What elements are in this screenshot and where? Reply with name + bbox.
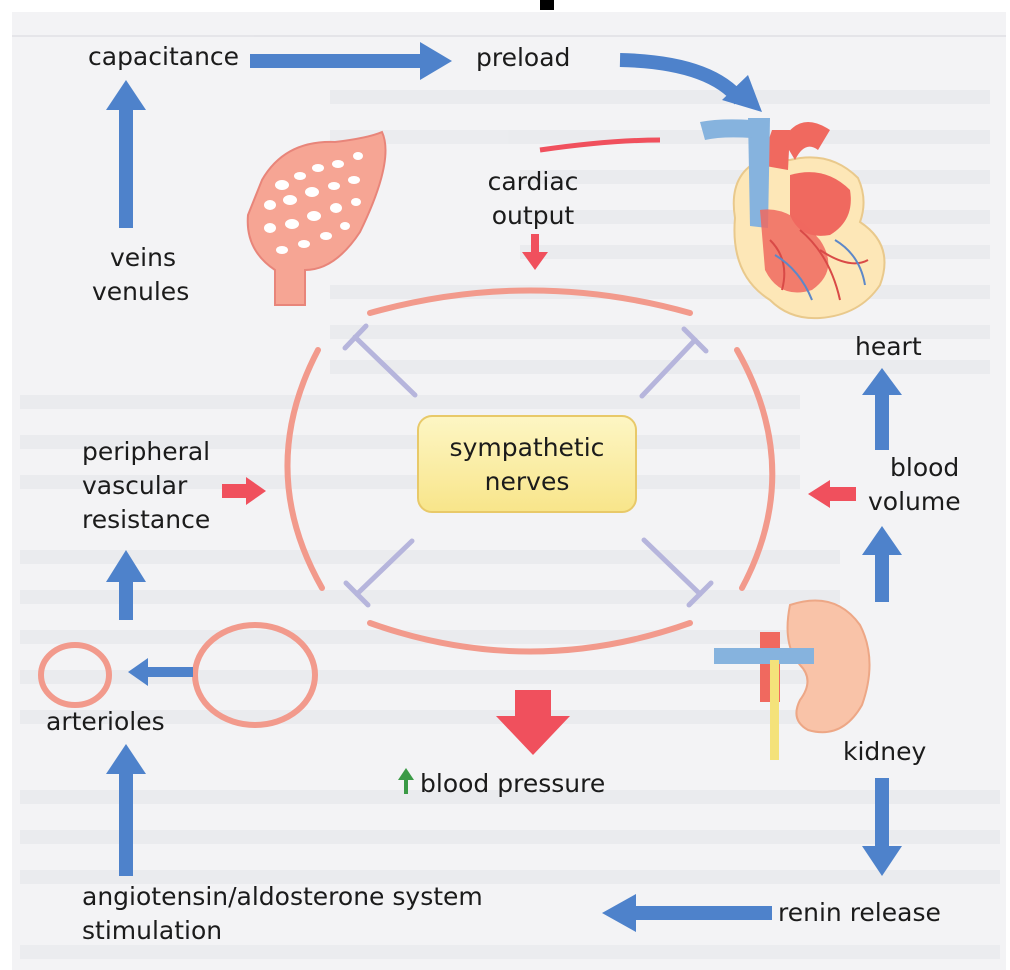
vein-illustration [248,132,386,305]
label-angiotensin: angiotensin/aldosterone system [82,882,483,911]
label-arterioles: arterioles [46,707,165,736]
arrow-preload-to-heart [620,60,762,112]
label-preload: preload [476,43,570,72]
arrow-angiotensin-to-arterioles [106,744,146,876]
label-veins: veins [110,243,176,272]
arrow-volume-to-heart [862,368,902,450]
label-vascular: vascular [82,471,188,500]
sympathetic-nerves-box: sympathetic nerves [418,416,636,512]
label-renin-release: renin release [778,898,941,927]
label-heart: heart [855,332,922,361]
arrow-capacitance-to-preload [250,42,452,80]
top-crop-mark [540,0,554,10]
arrow-blood-pressure-out [496,690,570,755]
label-cardiac-output-line2: output [492,201,575,230]
arrow-blood-volume-in [808,480,856,508]
arrow-veins-to-capacitance [106,80,146,228]
label-capacitance: capacitance [88,42,239,71]
label-blood-pressure: blood pressure [420,769,605,798]
label-kidney: kidney [843,737,927,766]
arrow-kidney-to-volume [862,526,902,602]
label-resistance: resistance [82,505,210,534]
label-peripheral: peripheral [82,437,210,466]
label-cardiac-output-line1: cardiac [488,167,579,196]
arrow-renin-to-angiotensin [602,894,772,932]
sympathetic-label-line1: sympathetic [450,433,605,462]
spoke-bottom-left [357,541,412,594]
sympathetic-label-line2: nerves [485,467,570,496]
label-stimulation: stimulation [82,916,222,945]
label-venules: venules [92,277,189,306]
label-blood: blood [890,453,959,482]
label-volume: volume [868,487,961,516]
spoke-bottom-right [644,540,700,594]
